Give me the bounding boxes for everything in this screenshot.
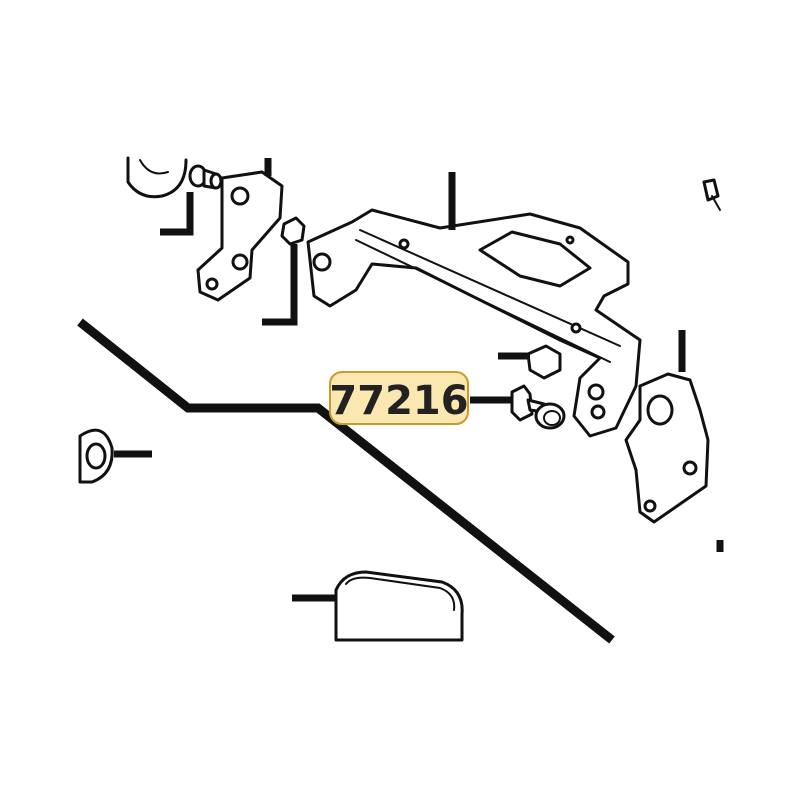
mounting-bracket-main <box>306 208 642 438</box>
bolt-part-far-right <box>702 178 721 211</box>
bolt-spacer-part-77216 <box>510 384 566 430</box>
part-number-callout[interactable]: 77216 <box>329 371 469 425</box>
part-number-label: 77216 <box>329 378 468 424</box>
hex-nut-part <box>526 344 562 380</box>
grommet-part-bottom <box>334 570 464 642</box>
nut-part-small <box>280 216 306 246</box>
hinge-bracket-left <box>196 170 284 302</box>
pin-part <box>188 164 223 190</box>
bushing-part-top-left <box>126 156 188 199</box>
callout-highlight <box>329 371 469 425</box>
leader-line-pin <box>160 192 194 236</box>
section-divider-line <box>77 318 615 644</box>
hinge-bracket-right <box>624 372 710 524</box>
leader-line-nut-small <box>262 244 298 326</box>
washer-part-left <box>78 428 114 484</box>
